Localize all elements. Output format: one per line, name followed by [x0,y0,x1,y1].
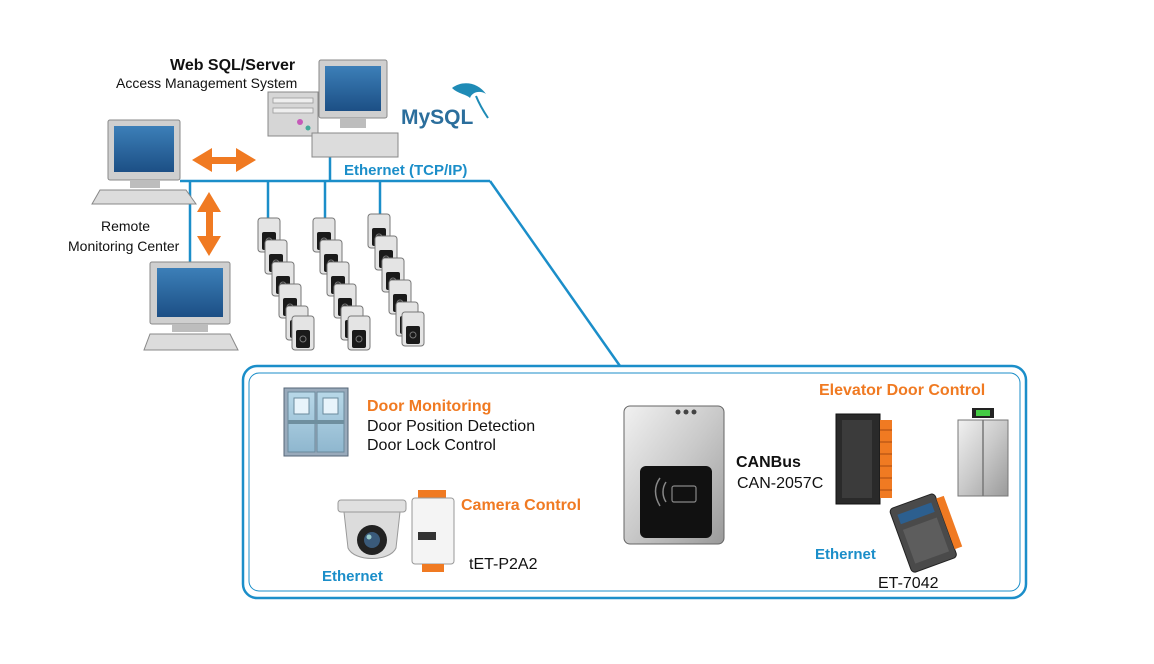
site-outer-frame [241,364,1028,600]
tet-p2a2-label: tET-P2A2 [469,556,538,573]
dome-camera-icon [337,499,407,559]
elevator-ethernet-label: Ethernet [815,546,876,563]
ethernet-bus [180,155,622,367]
remote-computer-icon [91,119,197,205]
card-reader-stack-2 [312,217,371,351]
rfid-card-reader-icon [623,405,725,545]
card-reader-stack-1 [257,217,315,351]
server-title: Web SQL/Server [170,57,296,74]
canbus-title: CANBus [736,454,801,471]
workstation-computer-icon [143,261,239,351]
door-lock-control: Door Lock Control [367,437,496,454]
tet-p2a2-module-icon [411,490,455,572]
et-7042-label: ET-7042 [878,575,939,592]
camera-control-title: Camera Control [461,497,582,514]
door-monitoring-title: Door Monitoring [367,398,492,415]
can-2057c-label: CAN-2057C [737,475,824,492]
mysql-logo: MySQL [401,106,474,129]
remote-center-line1: Remote [101,218,151,234]
elevator-door-control-title: Elevator Door Control [819,382,986,399]
mysql-dolphin-icon [452,83,489,119]
server-computer-icon [267,59,399,158]
card-reader-stack-3 [367,213,425,347]
can-2057c-module-icon [835,413,892,505]
site-inner-frame [248,372,1021,592]
vertical-double-arrow-icon [197,192,221,256]
horizontal-double-arrow-icon [192,148,256,172]
door-position-detection: Door Position Detection [367,418,536,435]
elevator-icon [957,408,1009,497]
double-door-icon [283,387,349,457]
remote-center-line2: Monitoring Center [68,238,180,254]
server-subtitle: Access Management System [116,75,298,91]
et-7042-module-icon [889,493,963,573]
camera-ethernet-label: Ethernet [322,568,383,585]
ethernet-tcpip-label: Ethernet (TCP/IP) [344,162,468,179]
